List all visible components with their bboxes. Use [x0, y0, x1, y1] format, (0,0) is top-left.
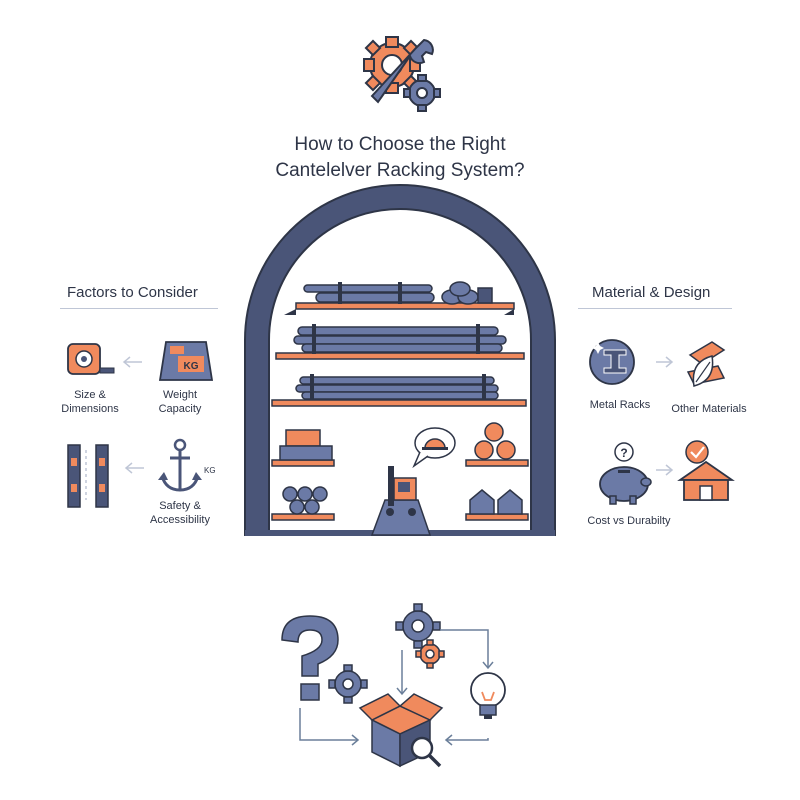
safety-accessibility-label: Safety &Accessibility: [150, 500, 210, 526]
page-title: How to Choose the Right Cantelelver Rack…: [0, 132, 800, 184]
box-stack-left: [279, 429, 333, 461]
weight-icon: KG: [158, 341, 214, 381]
rack-post-icon: [67, 444, 109, 508]
leaf-materials-icon: [686, 341, 726, 387]
cantilever-rack-arch: [244, 184, 556, 536]
material-heading-rule: [578, 308, 732, 309]
metal-beam-icon: [589, 339, 635, 385]
piggy-bank-icon: ?: [599, 442, 652, 505]
coil-bundle: [441, 281, 493, 305]
metal-racks-label: Metal Racks: [589, 399, 651, 411]
material-heading: Material & Design: [592, 284, 711, 301]
pipe-bundle-3: [295, 374, 499, 400]
roll-stack-left: [282, 486, 328, 515]
svg-text:?: ?: [620, 446, 627, 460]
svg-text:KG: KG: [184, 361, 199, 372]
size-dimensions-label: Size &Dimensions: [61, 389, 119, 415]
forklift-icon: [370, 466, 432, 536]
gear-wrench-icon: [363, 36, 441, 112]
question-mark-icon: [281, 615, 339, 701]
lightbulb-icon: [470, 672, 506, 719]
pipe-bundle-2: [293, 324, 507, 354]
coil-stack-right: [474, 422, 516, 460]
factors-heading-rule: [60, 308, 218, 309]
small-gear-icon: [328, 664, 368, 704]
factors-heading: Factors to Consider: [67, 284, 198, 301]
arrow-left-2: [124, 462, 144, 474]
warehouse-check-icon: [677, 440, 735, 501]
arrow-left-1: [122, 356, 142, 368]
process-connectors: [299, 629, 494, 746]
anchor-icon: KG: [158, 438, 216, 492]
title-line-1: How to Choose the Right: [294, 134, 506, 155]
svg-text:KG: KG: [204, 466, 216, 475]
other-materials-label: Other Materials: [671, 403, 747, 415]
tape-measure-icon: [67, 343, 115, 375]
arrow-right-1: [656, 356, 674, 368]
gears-cluster-icon: [395, 603, 445, 669]
hardhat-speech-bubble: [412, 427, 456, 469]
box-stack-right: [469, 489, 523, 515]
arrow-right-2: [656, 464, 674, 476]
rack-shelves: [271, 302, 529, 521]
cost-durability-label: Cost vs Durabilty: [587, 515, 671, 527]
pipe-bundle-1: [303, 282, 435, 304]
open-box-search-icon: [358, 693, 444, 768]
title-line-2: Cantelelver Racking System?: [275, 160, 525, 181]
